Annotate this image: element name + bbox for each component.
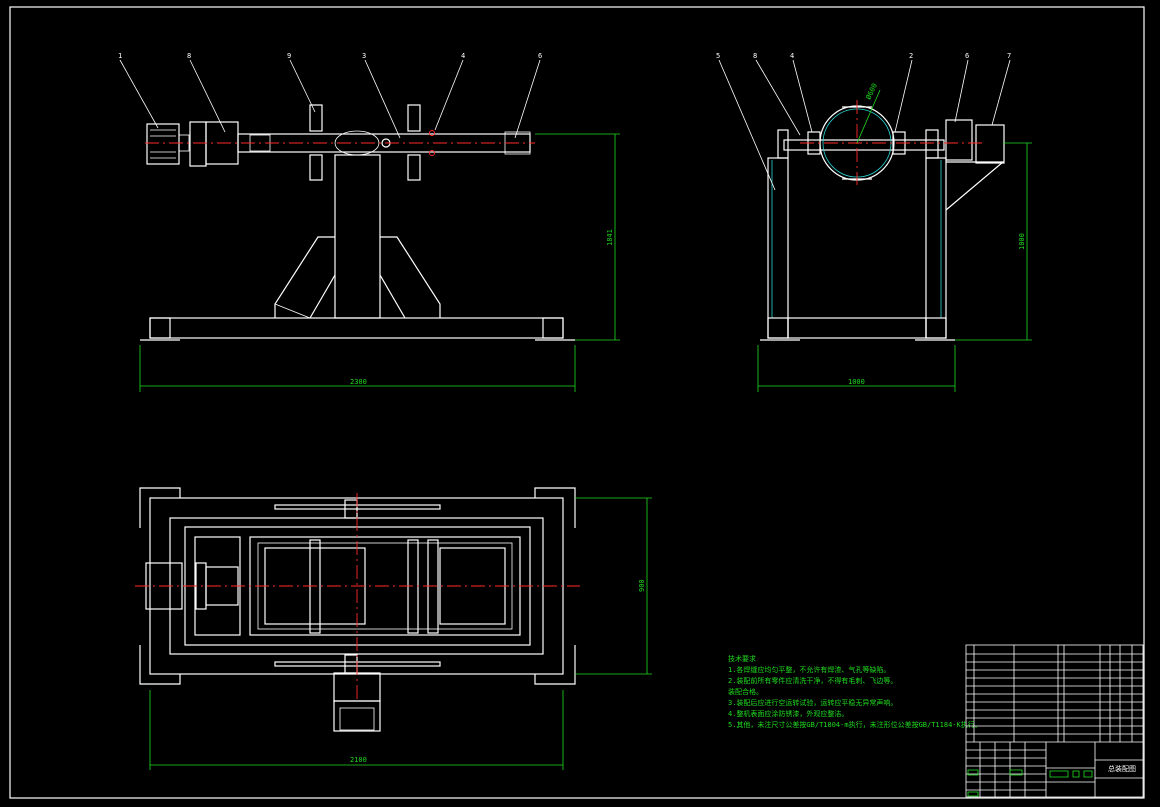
dim-top-length: 2100 xyxy=(350,756,367,764)
tech-req-line-3: 装配合格。 xyxy=(728,687,763,696)
balloon-front-5: 4 xyxy=(461,52,465,60)
balloon-front-3: 9 xyxy=(287,52,291,60)
balloon-front-4: 3 xyxy=(362,52,366,60)
tech-req-heading: 技术要求 xyxy=(728,654,756,663)
balloon-side-5: 6 xyxy=(965,52,969,60)
tech-req-line-5: 4.整机表面应涂防锈漆，外观应整洁。 xyxy=(728,709,848,718)
balloon-side-4: 2 xyxy=(909,52,913,60)
balloon-front-1: 1 xyxy=(118,52,122,60)
balloon-side-2: 8 xyxy=(753,52,757,60)
tech-req-line-6: 5.其他，未注尺寸公差按GB/T1804-m执行，未注形位公差按GB/T1184… xyxy=(728,720,982,729)
front-pillar xyxy=(334,154,381,319)
dim-top-depth: 900 xyxy=(638,579,646,592)
dim-side-height: 1000 xyxy=(1018,233,1026,250)
tech-req-line-2: 2.装配前所有零件应清洗干净，不得有毛刺、飞边等。 xyxy=(728,676,897,685)
dim-front-height: 1841 xyxy=(606,229,614,246)
top-view: 900 2100 xyxy=(135,487,652,770)
front-base-beam xyxy=(149,317,564,339)
side-motor xyxy=(975,124,1005,164)
balloon-front-6: 6 xyxy=(538,52,542,60)
side-right-post xyxy=(925,157,947,339)
drawing-title: 总装配图 xyxy=(1108,764,1136,773)
balloon-front-2: 8 xyxy=(187,52,191,60)
side-view: Ø600 1000 1000 5 8 4 2 6 7 xyxy=(716,52,1032,392)
title-block: 总装配图 xyxy=(965,644,1144,798)
sheet-border xyxy=(9,6,1145,799)
tech-req-line-4: 3.装配后应进行空运转试验，运转应平稳无异常声响。 xyxy=(728,698,897,707)
balloon-side-1: 5 xyxy=(716,52,720,60)
dim-front-length: 2300 xyxy=(350,378,367,386)
balloon-side-6: 7 xyxy=(1007,52,1011,60)
dim-side-width: 1000 xyxy=(848,378,865,386)
balloon-side-3: 4 xyxy=(790,52,794,60)
tech-req-line-1: 1.各焊缝应均匀平整，不允许有焊渣、气孔等缺陷。 xyxy=(728,665,890,674)
technical-requirements: 技术要求 1.各焊缝应均匀平整，不允许有焊渣、气孔等缺陷。 2.装配前所有零件应… xyxy=(728,654,982,729)
front-view: 2300 1841 1 8 9 3 4 6 xyxy=(118,52,620,392)
side-left-post xyxy=(767,157,789,339)
